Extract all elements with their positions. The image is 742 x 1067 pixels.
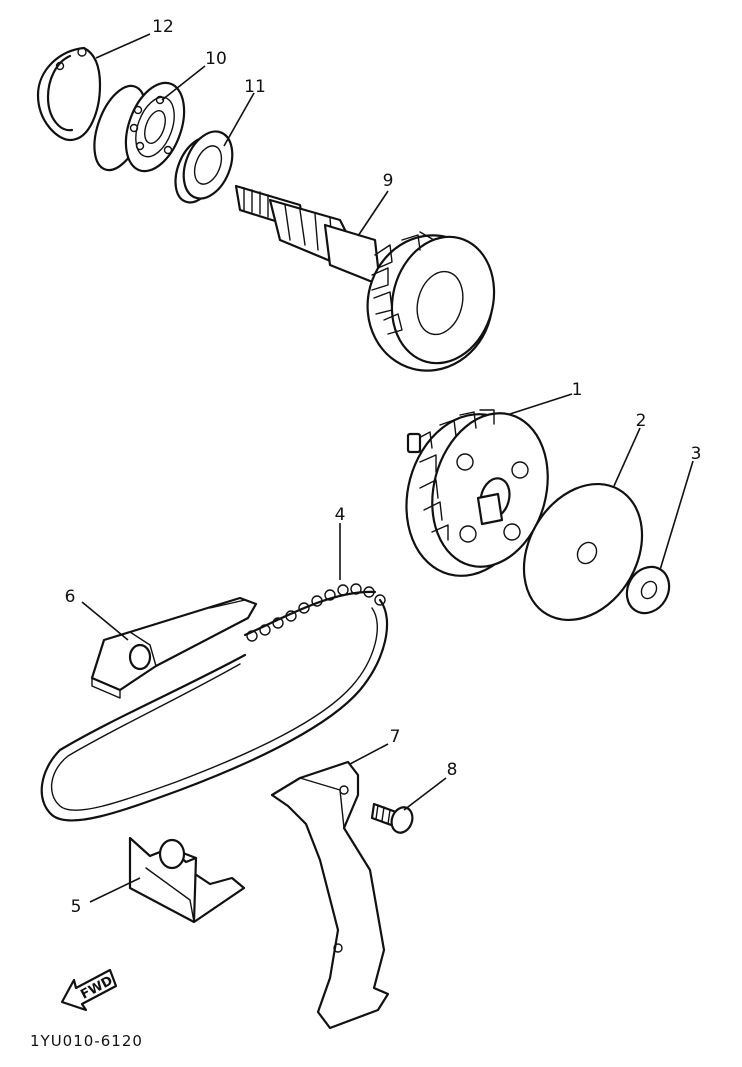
callout-5: 5	[71, 897, 82, 917]
part-11-seal[interactable]	[167, 124, 242, 209]
leader-lines	[81, 33, 694, 903]
callout-2: 2	[636, 411, 647, 431]
callout-10: 10	[205, 49, 227, 69]
part-6-chain-guide[interactable]	[90, 596, 258, 699]
callout-11: 11	[244, 77, 266, 97]
part-12-circlip[interactable]	[36, 46, 102, 142]
callout-numbers: 12 10 11 9 1 2 3 4 6 7 8 5	[65, 17, 702, 917]
part-7-bracket[interactable]	[270, 760, 390, 1030]
part-10-bearing[interactable]	[84, 75, 195, 179]
callout-1: 1	[572, 380, 583, 400]
diagram-code: 1YU010-6120	[30, 1032, 143, 1050]
part-2-plate-washer[interactable]	[500, 463, 666, 642]
part-1-gear[interactable]	[389, 400, 564, 591]
callout-9: 9	[383, 171, 394, 191]
callout-6: 6	[65, 587, 76, 607]
callout-7: 7	[390, 727, 401, 747]
part-8-screw[interactable]	[370, 802, 416, 836]
fwd-arrow-icon: FWD	[60, 968, 118, 1012]
part-9-primary-shaft-gear[interactable]	[234, 184, 508, 385]
part-4-chain[interactable]	[40, 583, 389, 822]
callout-8: 8	[447, 760, 458, 780]
callout-3: 3	[691, 444, 702, 464]
callout-12: 12	[152, 17, 174, 37]
callout-4: 4	[335, 505, 346, 525]
part-5-chain-guide-block[interactable]	[128, 836, 246, 924]
